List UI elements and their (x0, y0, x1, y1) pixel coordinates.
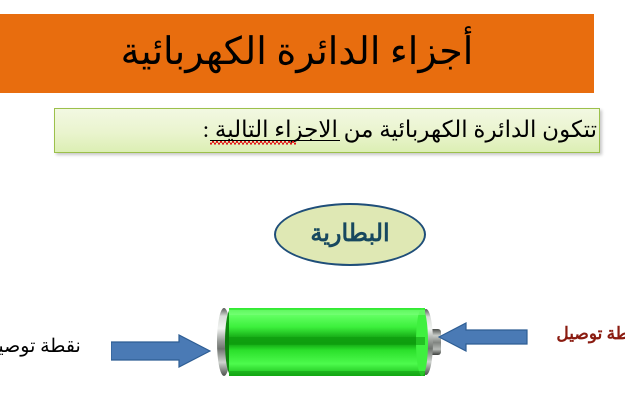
battery-label-ellipse: البطارية (274, 203, 426, 266)
battery-illustration (216, 305, 442, 379)
intro-underline (209, 139, 340, 141)
intro-text: تتكون الدائرة الكهربائية من الاجزاء التا… (202, 117, 597, 143)
title-banner: أجزاء الدائرة الكهربائية (0, 14, 594, 93)
callout-label-left: نقطة توصيل (0, 336, 81, 357)
intro-text-box: تتكون الدائرة الكهربائية من الاجزاء التا… (54, 108, 600, 153)
spellcheck-squiggle-icon (209, 140, 296, 145)
callout-label-right: نقطة توصيل (556, 324, 625, 343)
intro-text-wrapper: تتكون الدائرة الكهربائية من الاجزاء التا… (202, 117, 599, 145)
connection-point-arrow-right (437, 321, 528, 353)
battery-label-text: البطارية (310, 220, 390, 247)
page-title: أجزاء الدائرة الكهربائية (120, 30, 474, 73)
connection-point-arrow-left (110, 334, 212, 368)
